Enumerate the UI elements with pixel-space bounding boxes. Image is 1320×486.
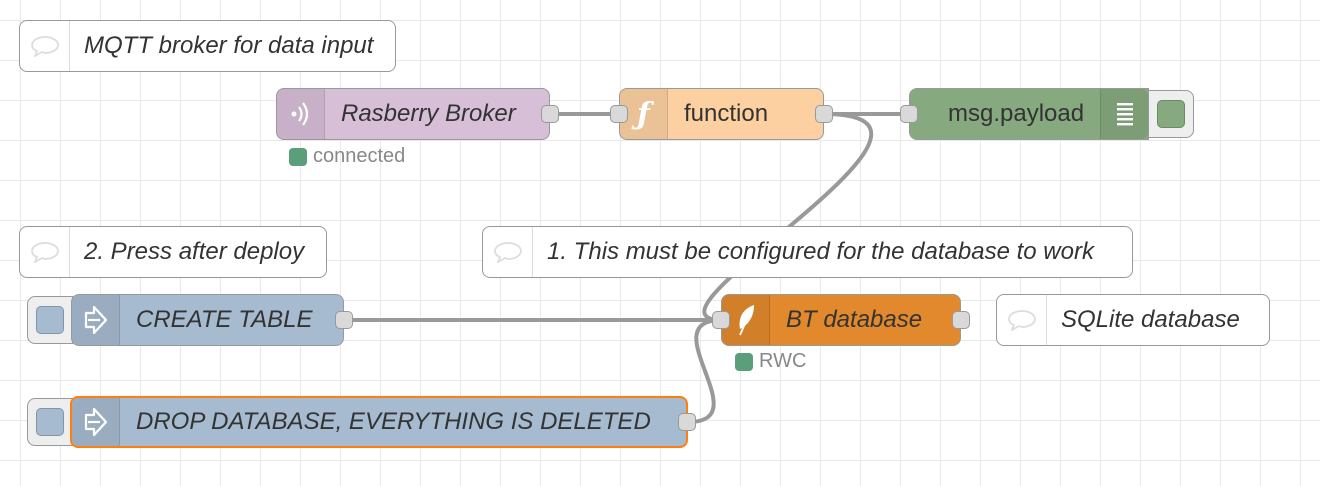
- output-port[interactable]: [678, 413, 696, 431]
- input-port[interactable]: [712, 311, 730, 329]
- function-f-icon: ƒ: [620, 89, 668, 139]
- node-label: msg.payload: [948, 100, 1085, 127]
- drop-database-inject-node[interactable]: DROP DATABASE, EVERYTHING IS DELETED: [70, 396, 696, 448]
- status-text: connected: [313, 145, 406, 167]
- mqtt-in-node[interactable]: Rasberry Broker: [276, 88, 559, 140]
- output-port[interactable]: [815, 105, 833, 123]
- status-indicator: [735, 352, 753, 371]
- drop-database-inject-button[interactable]: [27, 398, 73, 446]
- debug-toggle-button[interactable]: [1148, 90, 1194, 138]
- inject-button-square: [36, 408, 64, 436]
- comment-label: 2. Press after deploy: [84, 238, 305, 265]
- debug-node[interactable]: msg.payload: [900, 88, 1149, 140]
- input-port[interactable]: [610, 105, 628, 123]
- list-lines-icon: [1100, 89, 1148, 139]
- speech-bubble-icon: [20, 21, 70, 71]
- comment-label: SQLite database: [1061, 306, 1240, 333]
- comment-sqlite-database[interactable]: SQLite database: [996, 294, 1270, 346]
- create-table-inject-node[interactable]: CREATE TABLE: [71, 294, 353, 346]
- node-label: CREATE TABLE: [136, 306, 313, 333]
- arrow-right-icon: [72, 398, 120, 446]
- sqlite-status: RWC: [735, 350, 806, 373]
- sqlite-node[interactable]: BT database: [712, 294, 970, 346]
- mqtt-status: connected: [289, 145, 405, 168]
- speech-bubble-icon: [997, 295, 1047, 345]
- function-node[interactable]: ƒ function: [610, 88, 833, 140]
- comment-press-after-deploy[interactable]: 2. Press after deploy: [19, 226, 327, 278]
- output-port[interactable]: [335, 311, 353, 329]
- speech-bubble-icon: [483, 227, 533, 277]
- status-text: RWC: [759, 350, 807, 372]
- debug-toggle-square: [1157, 100, 1185, 128]
- wire-function-to-database[interactable]: [702, 112, 874, 322]
- output-port[interactable]: [541, 105, 559, 123]
- status-indicator: [289, 147, 307, 166]
- speech-bubble-icon: [20, 227, 70, 277]
- comment-database-config[interactable]: 1. This must be configured for the datab…: [482, 226, 1133, 278]
- comment-mqtt-broker[interactable]: MQTT broker for data input: [19, 20, 396, 72]
- radio-waves-icon: [277, 89, 325, 139]
- node-label: DROP DATABASE, EVERYTHING IS DELETED: [136, 408, 651, 435]
- output-port[interactable]: [952, 311, 970, 329]
- comment-label: 1. This must be configured for the datab…: [547, 238, 1094, 265]
- node-label: Rasberry Broker: [341, 100, 516, 127]
- inject-button-square: [36, 306, 64, 334]
- node-label: function: [684, 100, 769, 127]
- wire-drop-database-to-database[interactable]: [687, 318, 723, 424]
- arrow-right-icon: [72, 295, 120, 345]
- comment-label: MQTT broker for data input: [84, 32, 374, 59]
- node-label: BT database: [786, 306, 923, 333]
- feather-icon: [722, 295, 770, 345]
- create-table-inject-button[interactable]: [27, 296, 73, 344]
- input-port[interactable]: [900, 105, 918, 123]
